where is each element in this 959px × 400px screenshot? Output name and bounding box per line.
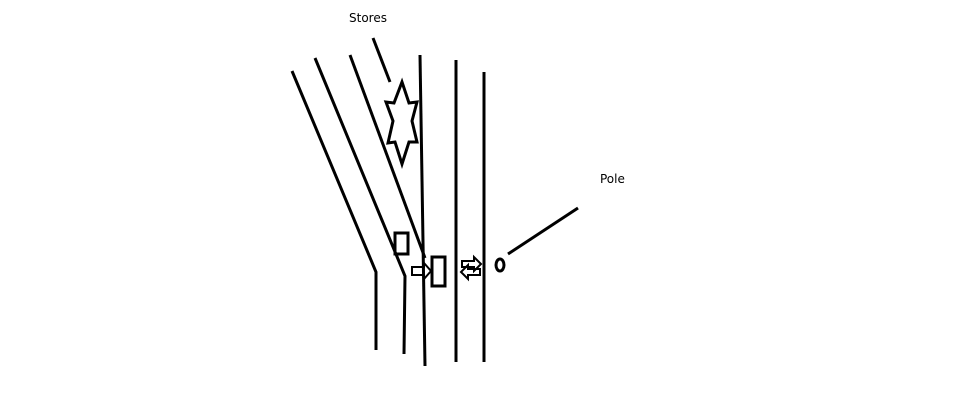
vehicle-rectangle-left: [393, 231, 410, 256]
vehicle-rectangle-center: [430, 255, 447, 288]
road-line-outer-left: [290, 70, 378, 350]
star-icon: [383, 77, 420, 169]
double-arrow-icon: [459, 254, 483, 282]
stores-leader-line: [371, 37, 392, 83]
road-line-inner-left: [313, 57, 407, 355]
pole-leader-line: [507, 206, 579, 256]
road-line-vertical-1: [418, 54, 427, 367]
pole-label: Pole: [600, 172, 625, 186]
road-line-diagonal: [348, 54, 427, 259]
arrow-right-icon: [411, 260, 433, 282]
stores-label: Stores: [349, 11, 387, 25]
pole-icon: [494, 257, 506, 273]
